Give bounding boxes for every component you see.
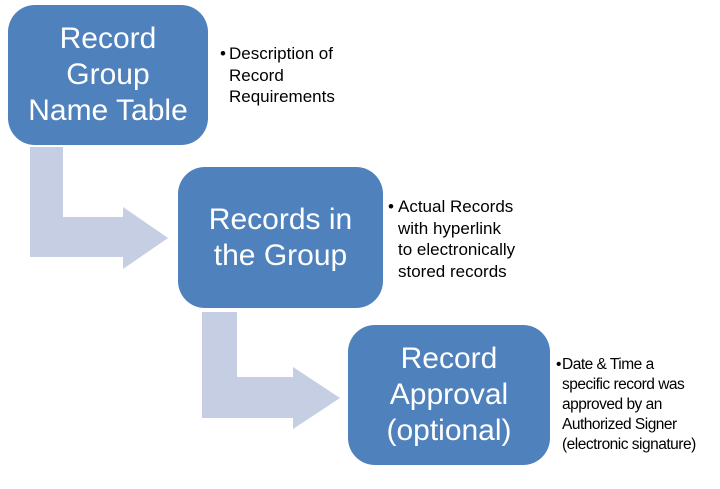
bullet-text-line: Requirements [229,87,335,106]
bullet-icon: • [556,356,561,373]
box-label-line: Record [400,342,498,375]
bullet-text-line: (electronic signature) [562,436,696,453]
box-record-group-name-table: Record Group Name Table [8,5,208,145]
bullet-actual-records-hyperlink: • Actual Records with hyperlink to elect… [388,196,538,282]
bullet-text-line: to electronically [398,240,516,259]
box-label-line: (optional) [386,414,512,447]
bullet-icon: • [220,44,226,63]
bullet-text-line: Date & Time a [562,356,654,373]
bullet-text-line: with hyperlink [398,218,501,238]
bullet-text-line: Record [229,65,284,85]
box-label-line: the Group [213,238,348,272]
bullet-text-line: specific record was [562,376,685,393]
box-label-line: Approval [389,378,509,411]
box-label-line: Name Table [28,94,188,127]
bullet-text-line: approved by an [562,396,662,413]
box-records-in-the-group: Records in the Group [178,167,383,308]
elbow-arrow-1-icon [30,147,168,269]
bullet-text-line: Description of [229,44,333,63]
box-label-line: Group [66,58,150,91]
bullet-icon: • [388,197,394,216]
bullet-text-line: Actual Records [398,197,514,216]
bullet-text-line: stored records [398,261,507,281]
elbow-arrow-2-icon [202,312,340,429]
bullet-description-of-record-requirements: • Description of Record Requirements [220,43,360,108]
box-label-line: Record [59,22,157,55]
box-record-approval: Record Approval (optional) [348,325,550,465]
bullet-date-time-approval: • Date & Time a specific record was appr… [556,355,718,455]
bullet-text-line: Authorized Signer [562,416,677,433]
box-label-line: Records in [208,202,353,236]
